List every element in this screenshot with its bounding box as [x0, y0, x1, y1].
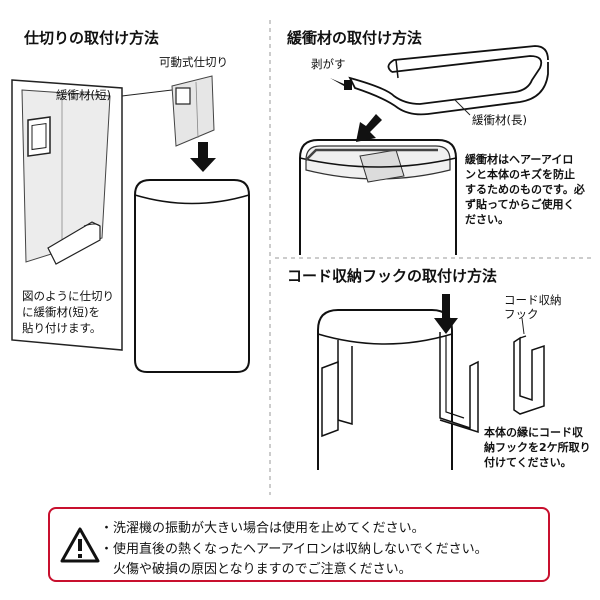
peel-arrow: [330, 78, 352, 90]
section3-instruction-line: 本体の縁にコード収: [484, 426, 583, 439]
section1-instruction-line: 貼り付けます。: [22, 321, 102, 335]
long-cushion-label: 緩衝材(長): [472, 113, 527, 127]
storage-box-shape-2: [299, 139, 457, 255]
section2-instruction-line: ず貼ってからご使用く: [465, 198, 575, 211]
warning-box: ・洗濯機の振動が大きい場合は使用を止めてください。 ・使用直後の熱くなったヘアー…: [48, 507, 550, 582]
down-left-arrow: [356, 114, 382, 142]
section1-instruction: 図のように仕切り に緩衝材(短)を 貼り付けます。: [22, 288, 114, 336]
divider-detail-panel: [11, 79, 123, 351]
section2-instruction-line: 緩衝材はヘアーアイロ: [465, 153, 574, 166]
section3-instruction-line: 付けてください。: [484, 456, 572, 469]
long-cushion-shape: [348, 45, 549, 116]
warning-triangle-icon: [60, 527, 100, 563]
section2-instruction-line: ださい。: [465, 213, 509, 226]
warning-line: 火傷や破損の原因となりますのでご注意ください。: [100, 562, 412, 577]
short-cushion-label: 緩衝材(短): [56, 88, 111, 102]
hook-leader: [521, 317, 525, 335]
long-cushion-leader: [454, 99, 471, 116]
warning-line: ・使用直後の熱くなったヘアーアイロンは収納しないでください。: [100, 542, 488, 557]
hook-label: コード収納 フック: [504, 293, 562, 321]
section2-instruction-line: ンと本体のキズを防止: [465, 168, 575, 181]
cord-hook-shape: [513, 335, 545, 415]
section1-title: 仕切りの取付け方法: [24, 29, 160, 47]
zoom-pointer-line: [121, 89, 173, 97]
section1-instruction-line: 図のように仕切り: [22, 289, 114, 303]
down-arrow-1: [190, 142, 216, 172]
section2-instruction: 緩衝材はヘアーアイロ ンと本体のキズを防止 するためのものです。必 ず貼ってから…: [465, 152, 585, 227]
cushion-piece-shape: [47, 221, 101, 265]
hook-label-line: フック: [504, 307, 539, 321]
section2-title: 緩衝材の取付け方法: [287, 29, 423, 47]
section2-instruction-line: するためのものです。必: [465, 183, 585, 196]
warning-line: ・洗濯機の振動が大きい場合は使用を止めてください。: [100, 521, 425, 536]
storage-box-shape-3: [317, 309, 479, 470]
storage-box-shape-1: [134, 179, 250, 373]
down-arrow-2: [434, 294, 458, 334]
movable-divider-shape: [171, 75, 215, 147]
divider-label: 可動式仕切り: [159, 55, 228, 69]
section3-instruction: 本体の縁にコード収 納フックを2ケ所取り 付けてください。: [484, 425, 591, 470]
section3-title: コード収納フックの取付け方法: [287, 267, 498, 285]
section3-instruction-line: 納フックを2ケ所取り: [484, 441, 591, 454]
section1-instruction-line: に緩衝材(短)を: [22, 305, 100, 319]
short-cushion-shape: [27, 116, 51, 157]
peel-label: 剥がす: [311, 57, 346, 71]
hook-label-line: コード収納: [504, 293, 562, 307]
